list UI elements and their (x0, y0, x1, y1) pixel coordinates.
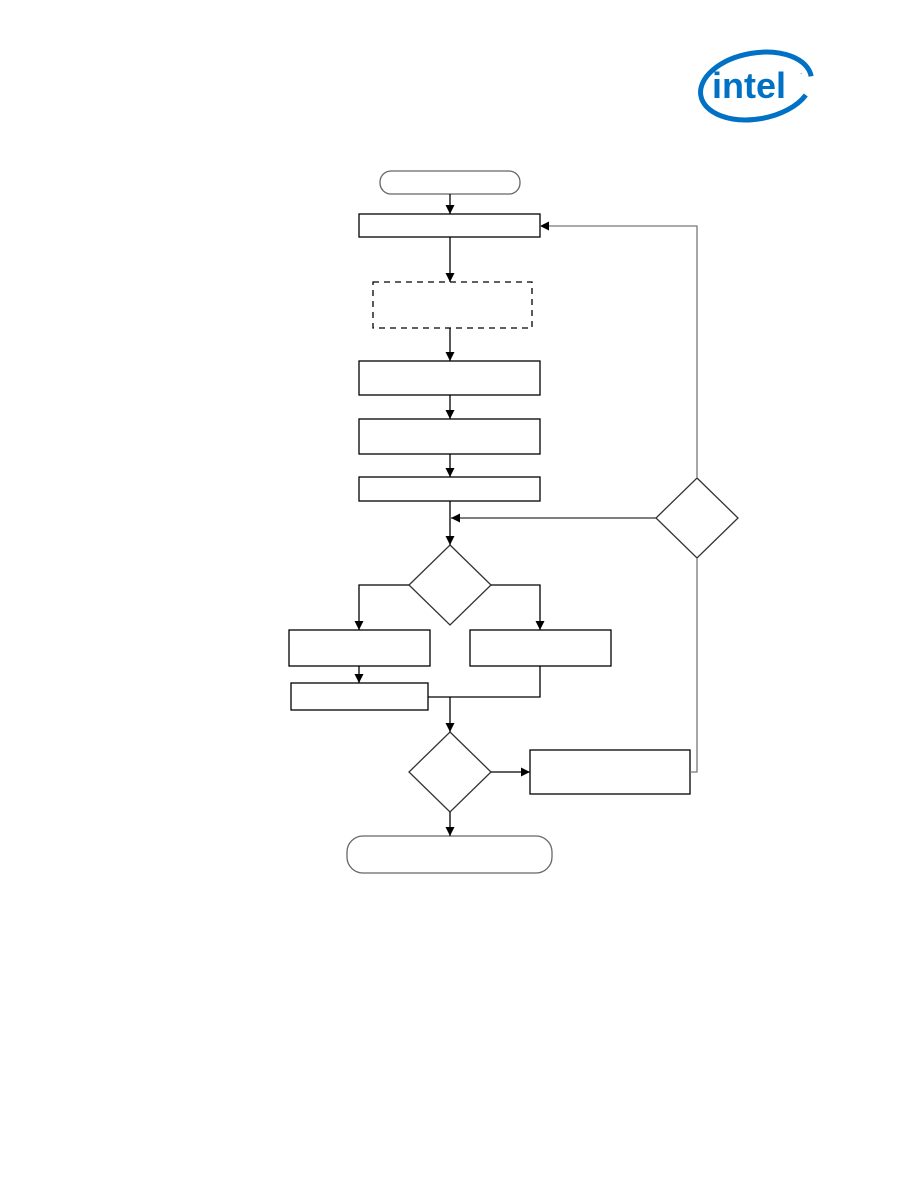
step2-optional-box (372, 281, 533, 329)
step3-box (358, 360, 541, 396)
line-retry-loop (690, 558, 698, 773)
decision2-diamond (408, 731, 492, 813)
end-terminator (346, 835, 553, 874)
step5-box (358, 476, 541, 502)
step1-box (358, 213, 541, 238)
decision1-diamond (408, 544, 492, 626)
arrow-loop-to-step1 (540, 221, 698, 478)
intel-logo: intel . (698, 49, 814, 123)
retry-step-box (529, 749, 691, 795)
arrow-decision1-left (354, 584, 409, 630)
arrow-decision1-right (491, 584, 545, 630)
start-terminator (379, 170, 521, 195)
branch-right-1-box (469, 629, 612, 667)
svg-text:intel: intel (712, 65, 786, 106)
branch-left-1-box (288, 629, 431, 667)
line-right1-merge (428, 666, 541, 698)
decision-loop-diamond (655, 477, 739, 559)
svg-text:.: . (800, 67, 802, 76)
branch-left-2-box (290, 682, 429, 711)
step4-box (358, 418, 541, 455)
